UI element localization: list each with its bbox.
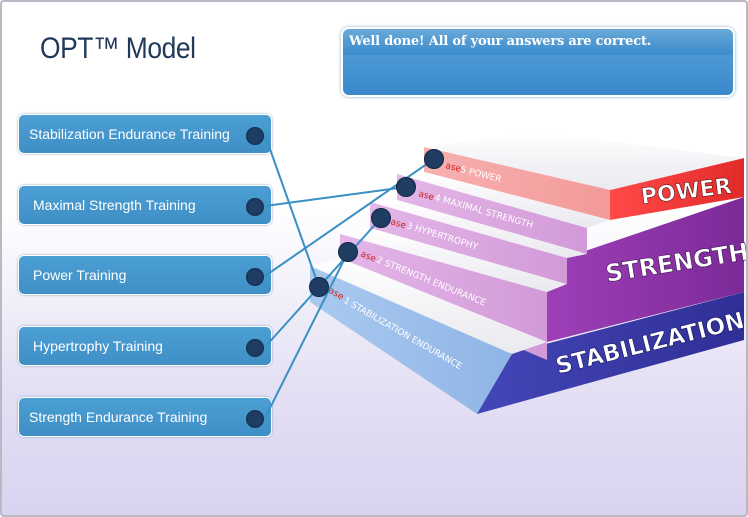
option-label: Stabilization Endurance Training [29, 126, 230, 142]
connector-dot[interactable] [246, 198, 264, 216]
feedback-message: Well done! All of your answers are corre… [349, 34, 652, 49]
option-stabilization-endurance[interactable]: Stabilization Endurance Training [18, 114, 272, 154]
option-label: Strength Endurance Training [29, 409, 208, 425]
connector-dot[interactable] [246, 410, 264, 428]
drop-target-phase-4[interactable] [396, 177, 416, 197]
step-5-top [424, 132, 744, 190]
stabilization-level-face [477, 292, 744, 414]
drop-target-phase-2[interactable] [338, 242, 358, 262]
page-title: OPT™ Model [40, 32, 196, 65]
option-label: Maximal Strength Training [33, 197, 196, 213]
power-level-face [610, 158, 744, 220]
strength-level-face [547, 197, 744, 342]
connector-dot[interactable] [246, 339, 264, 357]
option-hypertrophy[interactable]: Hypertrophy Training [18, 326, 272, 366]
option-power[interactable]: Power Training [18, 255, 272, 295]
connector-dot[interactable] [246, 127, 264, 145]
option-label: Hypertrophy Training [33, 338, 163, 354]
connector-dot[interactable] [246, 268, 264, 286]
drop-target-phase-3[interactable] [371, 208, 391, 228]
step-4-top [397, 172, 610, 228]
step-4-riser [397, 174, 587, 254]
drop-target-phase-1[interactable] [309, 277, 329, 297]
option-label: Power Training [33, 267, 127, 283]
drop-target-phase-5[interactable] [424, 149, 444, 169]
step-5-riser [424, 147, 610, 220]
feedback-banner: Well done! All of your answers are corre… [341, 27, 735, 97]
option-maximal-strength[interactable]: Maximal Strength Training [18, 185, 272, 225]
option-strength-endurance[interactable]: Strength Endurance Training [18, 397, 272, 437]
opt-pyramid: POWER STRENGTH STABILIZATION ase 5 POWER… [310, 132, 746, 414]
phase-5-prefix: ase [444, 161, 462, 175]
